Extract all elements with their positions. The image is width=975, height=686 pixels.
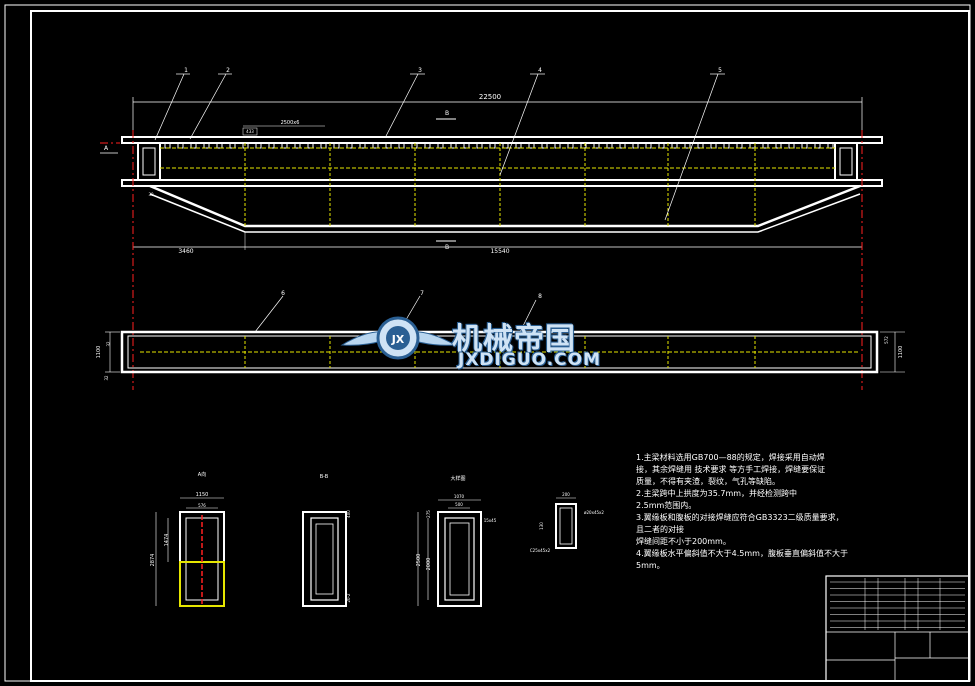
section-a-top: 1150 — [196, 492, 209, 498]
section-a-inner: 576 — [198, 503, 206, 508]
section-mark-top: B — [445, 110, 449, 117]
section-d-left: 130 — [539, 522, 544, 530]
balloon-8: 8 — [538, 293, 542, 300]
note-line: 1.主梁材料选用GB700—88的规定，焊接采用自动焊 — [636, 453, 825, 462]
plan-dim-left-width: 1100 — [96, 346, 102, 359]
centerlines — [100, 130, 863, 390]
section-d-right: ø20x45x2 — [584, 510, 604, 515]
elevation-stiffeners — [244, 143, 756, 226]
balloon-6: 6 — [281, 290, 285, 297]
inner-frame — [30, 10, 970, 682]
section-b-title: B-B — [320, 474, 329, 480]
section-b: B-B 400 20-2 — [302, 474, 351, 607]
section-mark-bottom: B — [445, 244, 449, 251]
note-line: 5mm。 — [636, 561, 665, 570]
section-d: 200 130 ø20x45x2 C25x45x2 — [530, 492, 605, 553]
note-line: 质量，不得有夹渣，裂纹，气孔等缺陷。 — [636, 477, 780, 486]
balloon-2: 2 — [226, 67, 230, 74]
elevation-hidden-lines — [160, 147, 835, 169]
section-c-inner: 500 — [455, 502, 463, 507]
section-b-bottom: 20-2 — [346, 593, 351, 603]
technical-notes: 1.主梁材料选用GB700—88的规定，焊接采用自动焊 接，其余焊缝用 技术要求… — [636, 452, 848, 572]
watermark-en: JXDIGUO.COM — [458, 350, 602, 370]
note-line: 焊缝间距不小于200mm。 — [636, 537, 731, 546]
section-c-height2: 2000 — [426, 558, 432, 571]
watermark-cn: 机械帝国 — [452, 322, 576, 357]
plan-dim-left-b: 32 — [104, 375, 109, 381]
section-c-weld: 15x45 — [484, 518, 497, 523]
section-c-height: 2500 — [416, 554, 422, 567]
section-a-height: 2874 — [150, 554, 156, 567]
balloon-3: 3 — [418, 67, 422, 74]
section-d-bottom: C25x45x2 — [530, 548, 551, 553]
dim-pitch: 2500x6 — [281, 120, 300, 126]
section-b-top: 400 — [346, 510, 351, 518]
section-a: A向 1150 576 1474 2874 — [150, 471, 225, 607]
note-line: 2.5mm范围内。 — [636, 501, 697, 510]
section-d-top: 200 — [562, 492, 570, 497]
section-a-title: A向 — [198, 471, 206, 478]
section-c-left: 275 — [426, 510, 431, 518]
dim-pitch-start: 433 — [246, 129, 254, 134]
note-line: 且二者的对接 — [636, 525, 684, 534]
title-block-rows — [830, 578, 965, 630]
watermark-logo: JX — [340, 316, 457, 360]
dim-left-end: 3460 — [178, 248, 193, 255]
dim-overall: 22500 — [479, 93, 501, 101]
balloon-labels: 1 2 3 4 5 6 7 8 — [184, 67, 722, 300]
note-line: 2.主梁跨中上拱度为35.7mm，并经检测跨中 — [636, 489, 798, 498]
dim-middle: 15540 — [490, 248, 509, 255]
dim-small-left: 30 — [148, 192, 154, 197]
balloon-7: 7 — [420, 290, 424, 297]
balloon-5: 5 — [718, 67, 722, 74]
leaders — [154, 73, 725, 333]
plan-dim-right-b: 1100 — [898, 346, 904, 359]
section-a-mid: 1474 — [164, 534, 170, 547]
view-mark-a: A — [104, 145, 109, 152]
section-c: 大样图 1070 500 275 2500 2000 15x45 — [416, 475, 497, 607]
note-line: 4.翼缘板水平偏斜值不大于4.5mm，腹板垂直偏斜值不大于 — [636, 549, 848, 558]
elevation-view: 22500 2500x6 433 B 3460 15540 B A 30 — [100, 93, 883, 255]
title-block — [825, 575, 970, 682]
plan-dim-left-a: 32 — [106, 341, 111, 347]
note-line: 接，其余焊缝用 技术要求 等方手工焊接，焊缝要保证 — [636, 465, 826, 474]
balloon-1: 1 — [184, 67, 188, 74]
watermark-logo-text: JX — [391, 333, 405, 346]
section-c-top: 1070 — [454, 494, 465, 499]
balloon-4: 4 — [538, 67, 542, 74]
note-line: 3.翼缘板和腹板的对接焊缝应符合GB3323二级质量要求， — [636, 513, 844, 522]
section-c-title: 大样图 — [450, 475, 465, 482]
plan-dim-right-a: 572 — [884, 336, 889, 344]
